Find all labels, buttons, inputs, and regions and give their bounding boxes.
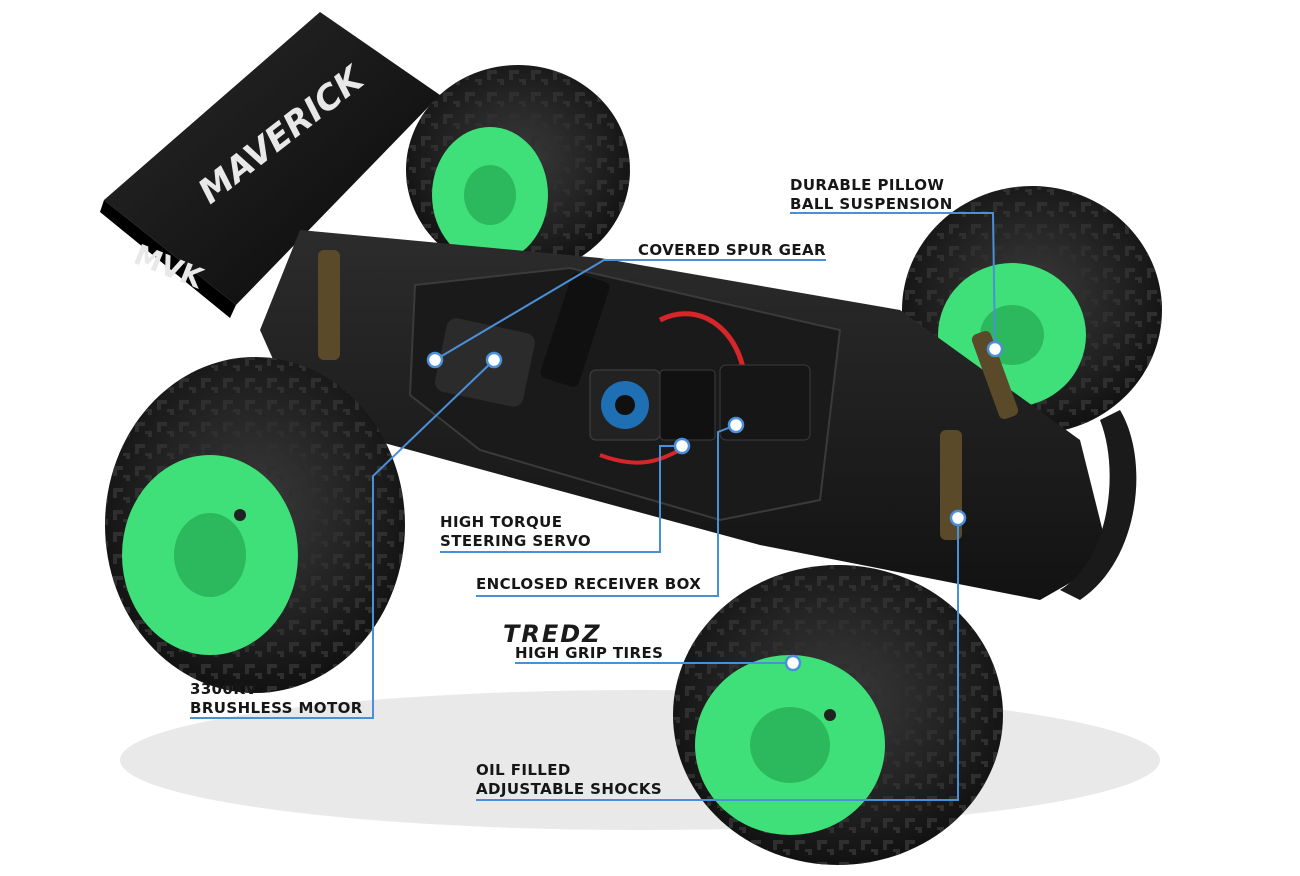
callout-dots bbox=[426, 340, 1004, 672]
callout-text: STEERING SERVO bbox=[440, 532, 592, 550]
rear-left-tire bbox=[105, 357, 405, 693]
callout-covered-spur-gear: COVERED SPUR GEAR bbox=[638, 241, 826, 260]
callout-brushless-motor: 3300KV BRUSHLESS MOTOR bbox=[190, 680, 363, 718]
servo-dot bbox=[673, 437, 691, 455]
callout-text: HIGH GRIP TIRES bbox=[515, 644, 664, 662]
callout-text: OIL FILLED bbox=[476, 761, 571, 779]
callout-steering-servo: HIGH TORQUE STEERING SERVO bbox=[440, 513, 591, 551]
rear-wing: MAVERICK MVK bbox=[100, 12, 440, 318]
spur-gear-leader bbox=[434, 259, 826, 361]
shocks-leader bbox=[476, 518, 959, 801]
rear-right-tire bbox=[406, 65, 630, 275]
callout-leader-lines bbox=[190, 212, 996, 801]
pillow-ball-leader bbox=[790, 212, 996, 350]
callout-text: HIGH TORQUE bbox=[440, 513, 563, 531]
shocks-dot bbox=[949, 509, 967, 527]
callout-high-grip-tires: HIGH GRIP TIRES bbox=[515, 644, 663, 663]
callout-text: COVERED SPUR GEAR bbox=[638, 241, 826, 259]
callout-text: BALL SUSPENSION bbox=[790, 195, 953, 213]
motor-dot bbox=[485, 351, 503, 369]
front-left-tire bbox=[673, 565, 1003, 865]
callout-receiver-box: ENCLOSED RECEIVER BOX bbox=[476, 575, 701, 594]
callout-pillow-ball-suspension: DURABLE PILLOW BALL SUSPENSION bbox=[790, 176, 953, 214]
chassis bbox=[260, 230, 1137, 600]
callout-text: ENCLOSED RECEIVER BOX bbox=[476, 575, 702, 593]
tires-dot bbox=[784, 654, 802, 672]
callout-adjustable-shocks: OIL FILLED ADJUSTABLE SHOCKS bbox=[476, 761, 662, 799]
tredz-logo: TREDZ bbox=[503, 620, 602, 648]
callout-text: BRUSHLESS MOTOR bbox=[190, 699, 363, 717]
callout-text: DURABLE PILLOW bbox=[790, 176, 945, 194]
spur-gear-dot bbox=[426, 351, 444, 369]
receiver-box-leader bbox=[476, 424, 737, 597]
servo-leader bbox=[440, 445, 682, 553]
pillow-ball-dot bbox=[986, 340, 1004, 358]
motor-leader bbox=[190, 359, 495, 719]
callout-text: 3300KV bbox=[190, 680, 258, 698]
callout-text: ADJUSTABLE SHOCKS bbox=[476, 780, 663, 798]
receiver-box-dot bbox=[727, 416, 745, 434]
